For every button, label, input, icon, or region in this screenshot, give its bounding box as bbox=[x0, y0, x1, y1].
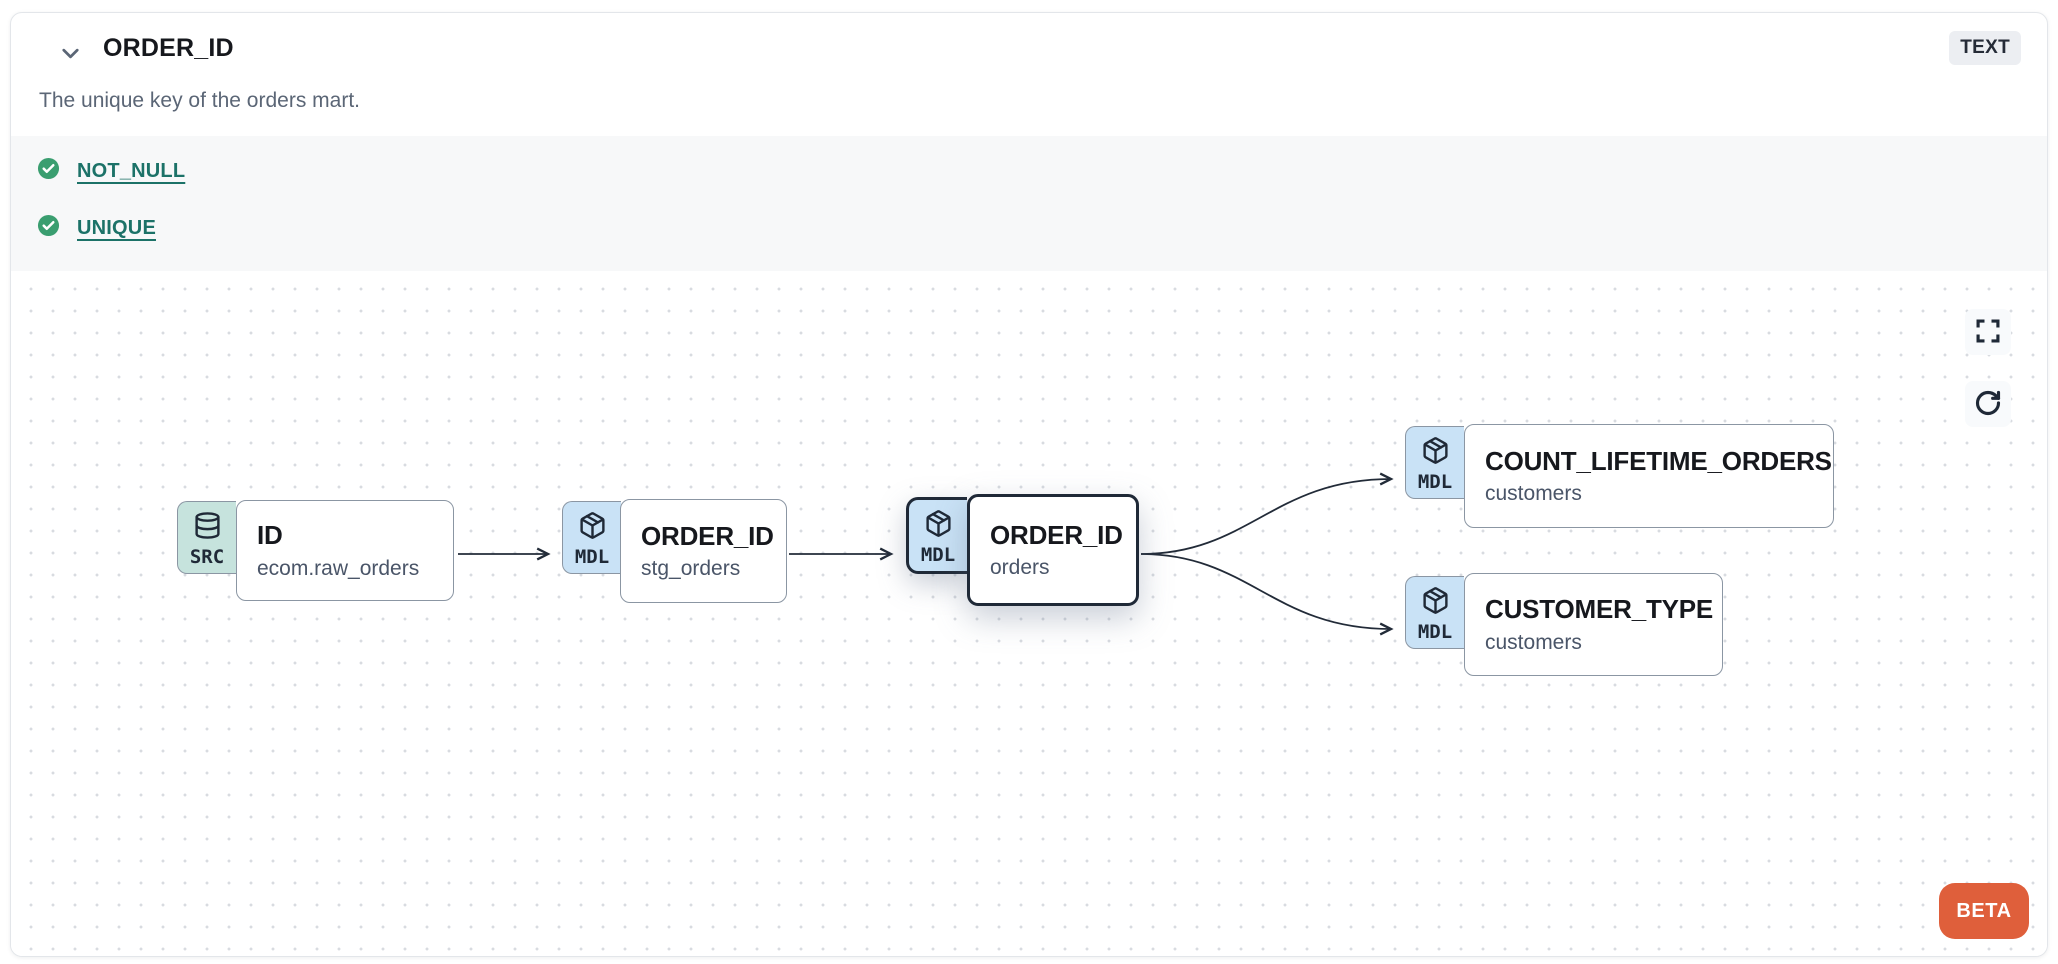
cube-icon bbox=[924, 509, 953, 543]
node-title: ORDER_ID bbox=[990, 519, 1123, 550]
node-kind-badge: MDL bbox=[1405, 576, 1464, 649]
node-kind-label: MDL bbox=[1417, 620, 1453, 643]
lineage-canvas[interactable]: SRC ID ecom.raw_orders MDL ORDER_ID stg_… bbox=[11, 271, 2047, 956]
column-title: ORDER_ID bbox=[103, 34, 234, 62]
node-subtitle: customers bbox=[1485, 630, 1582, 654]
refresh-button[interactable] bbox=[1965, 381, 2011, 427]
node-subtitle: customers bbox=[1485, 482, 1582, 506]
node-subtitle: stg_orders bbox=[641, 557, 741, 581]
edge bbox=[1140, 472, 1394, 555]
cube-icon bbox=[1421, 436, 1450, 470]
lineage-edges bbox=[458, 472, 1394, 636]
node-kind-label: MDL bbox=[920, 543, 956, 566]
database-icon bbox=[193, 511, 222, 545]
beta-badge: BETA bbox=[1939, 883, 2029, 939]
node-card[interactable]: ID ecom.raw_orders bbox=[236, 500, 454, 601]
node-kind-badge: MDL bbox=[906, 497, 967, 574]
column-description: The unique key of the orders mart. bbox=[39, 89, 360, 112]
node-kind-label: MDL bbox=[574, 545, 610, 568]
edge bbox=[1140, 553, 1394, 636]
cube-icon bbox=[578, 511, 607, 545]
node-kind-label: SRC bbox=[189, 545, 225, 568]
collapse-toggle[interactable] bbox=[56, 41, 84, 69]
node-kind-badge: MDL bbox=[562, 501, 621, 574]
node-card[interactable]: COUNT_LIFETIME_ORDERS customers bbox=[1464, 424, 1834, 528]
node-title: ORDER_ID bbox=[641, 520, 774, 551]
test-row: NOT_NULL bbox=[37, 157, 2047, 185]
test-row: UNIQUE bbox=[37, 214, 2047, 242]
node-card[interactable]: CUSTOMER_TYPE customers bbox=[1464, 573, 1723, 676]
node-subtitle: ecom.raw_orders bbox=[257, 556, 420, 580]
column-type-badge: TEXT bbox=[1949, 31, 2021, 65]
test-link-unique[interactable]: UNIQUE bbox=[77, 216, 156, 239]
node-title: COUNT_LIFETIME_ORDERS bbox=[1485, 445, 1832, 476]
node-subtitle: orders bbox=[990, 556, 1050, 580]
test-link-not-null[interactable]: NOT_NULL bbox=[77, 159, 186, 182]
node-title: ID bbox=[257, 520, 283, 551]
refresh-icon bbox=[1974, 389, 2002, 420]
check-circle-icon bbox=[37, 157, 60, 185]
fullscreen-button[interactable] bbox=[1965, 309, 2011, 355]
column-details-panel: ORDER_ID TEXT The unique key of the orde… bbox=[10, 12, 2048, 957]
cube-icon bbox=[1421, 586, 1450, 620]
tests-section: NOT_NULL UNIQUE bbox=[11, 136, 2047, 271]
node-card[interactable]: ORDER_ID orders bbox=[967, 494, 1139, 606]
node-kind-label: MDL bbox=[1417, 470, 1453, 493]
node-kind-badge: SRC bbox=[177, 501, 236, 574]
node-title: CUSTOMER_TYPE bbox=[1485, 594, 1714, 625]
node-card[interactable]: ORDER_ID stg_orders bbox=[620, 499, 787, 603]
check-circle-icon bbox=[37, 214, 60, 242]
node-kind-badge: MDL bbox=[1405, 426, 1464, 499]
fullscreen-icon bbox=[1974, 317, 2002, 348]
chevron-down-icon bbox=[57, 40, 84, 70]
